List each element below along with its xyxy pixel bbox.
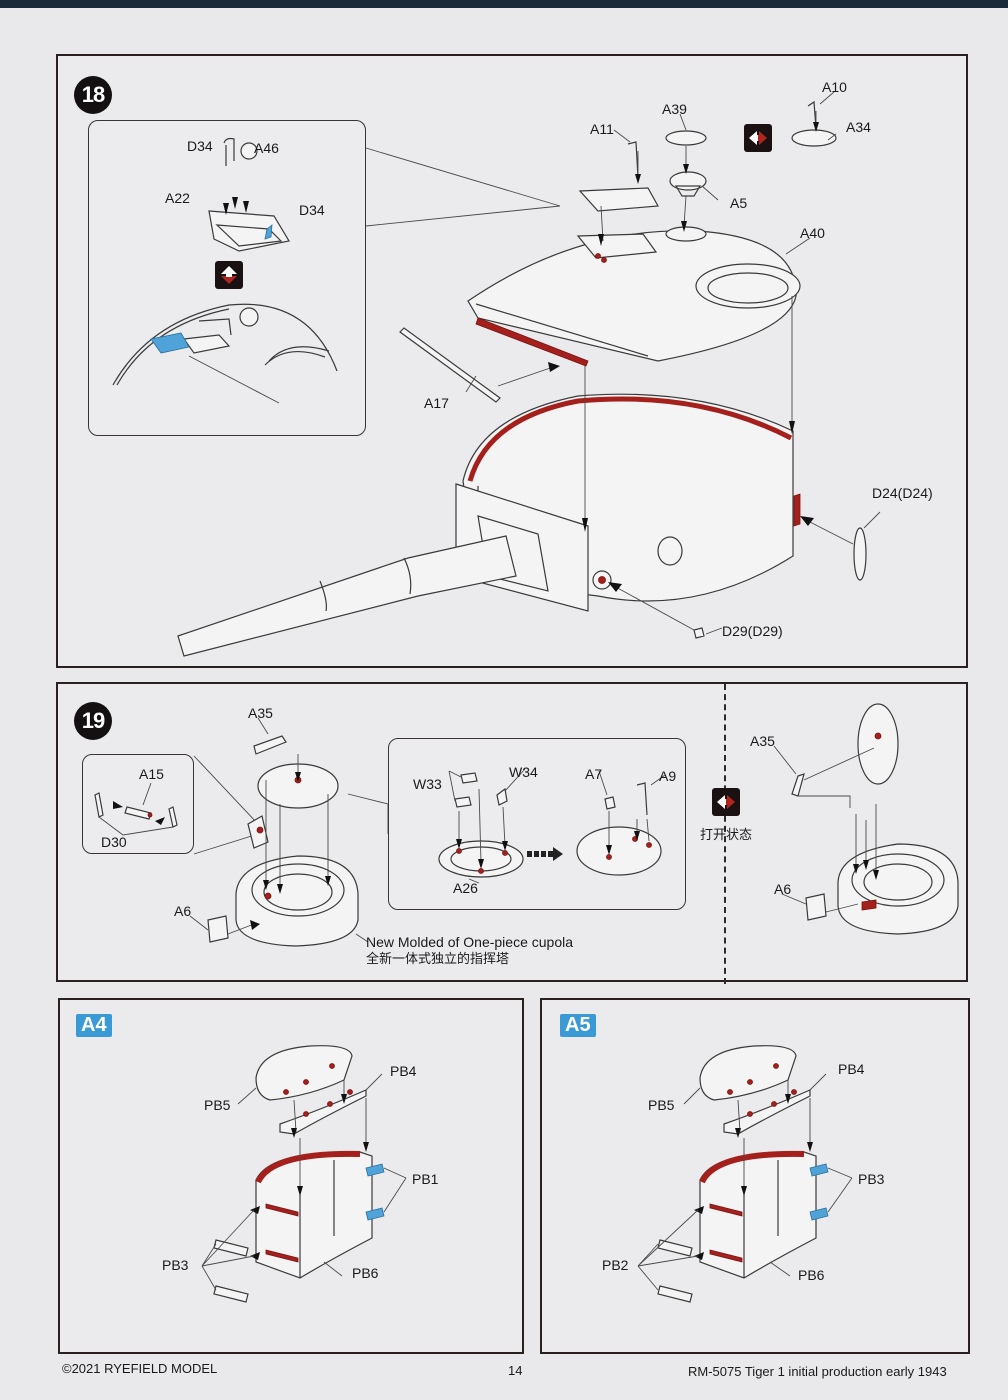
step-number-badge: 19 — [74, 702, 112, 740]
footer-page-number: 14 — [508, 1363, 523, 1378]
part-label-a7: A7 — [585, 766, 603, 782]
part-label-pb6: PB6 — [352, 1265, 379, 1281]
cupola-open-state-drawing — [773, 703, 959, 935]
step-19-panel: 19 A15 D30 — [56, 682, 968, 984]
variant-badge: A4 — [76, 1014, 112, 1037]
dashed-arrow-right-icon — [527, 847, 563, 861]
left-right-swap-icon — [744, 124, 772, 152]
step-18-panel: 18 D34 A46 A22 D34 — [56, 54, 968, 668]
part-label-a40: A40 — [800, 225, 825, 241]
footer-copyright: ©2021 RYEFIELD MODEL — [62, 1361, 218, 1376]
part-label-a22: A22 — [165, 190, 190, 206]
cupola-detail-inset: W33 W34 A7 A9 A26 — [388, 738, 686, 910]
part-label-a10: A10 — [822, 79, 847, 95]
hatch-detail-drawing — [112, 137, 338, 404]
periscope-detail-inset: A15 D30 — [82, 754, 194, 854]
page-top-edge — [0, 0, 1008, 8]
part-label-d34-side: D34 — [299, 202, 325, 218]
part-label-a15: A15 — [139, 766, 164, 782]
cupola-caption: New Molded of One-piece cupola 全新一体式独立的指… — [366, 934, 573, 966]
part-label-pb5: PB5 — [204, 1097, 231, 1113]
turret-assembly-drawing — [177, 91, 881, 657]
part-label-pb3: PB3 — [858, 1171, 885, 1187]
part-label-a17: A17 — [424, 395, 449, 411]
part-label-pb4: PB4 — [390, 1063, 417, 1079]
part-label-pb1: PB1 — [412, 1171, 439, 1187]
part-label-w34: W34 — [509, 764, 538, 780]
open-state-label: 打开状态 — [700, 827, 753, 842]
step-number-badge: 18 — [74, 76, 112, 114]
part-label-a6-open: A6 — [774, 881, 792, 897]
part-label-pb3: PB3 — [162, 1257, 189, 1273]
part-label-a6: A6 — [174, 903, 192, 919]
part-label-a34: A34 — [846, 119, 871, 135]
variant-a4-panel: A4 PB5 PB4 PB1 PB3 PB6 — [58, 998, 524, 1354]
part-label-a26: A26 — [453, 880, 478, 896]
periscope-drawing — [94, 782, 178, 836]
hatch-detail-inset: D34 A46 A22 D34 — [88, 120, 366, 436]
part-label-pb5: PB5 — [648, 1097, 675, 1113]
part-label-a39: A39 — [662, 101, 687, 117]
part-label-a35-open: A35 — [750, 733, 775, 749]
footer-product-name: RM-5075 Tiger 1 initial production early… — [688, 1364, 947, 1379]
part-label-a46: A46 — [254, 140, 279, 156]
open-state-divider — [724, 684, 726, 984]
part-label-a11: A11 — [590, 121, 614, 137]
part-label-a35: A35 — [248, 705, 273, 721]
caption-english: New Molded of One-piece cupola — [366, 934, 574, 950]
part-label-pb2: PB2 — [602, 1257, 629, 1273]
part-label-d24: D24(D24) — [872, 485, 933, 501]
variant-badge: A5 — [560, 1014, 596, 1037]
caption-chinese: 全新一体式独立的指挥塔 — [366, 950, 510, 966]
part-label-d29: D29(D29) — [722, 623, 783, 639]
part-label-a9: A9 — [659, 768, 677, 784]
stowage-bin-drawing — [201, 1045, 407, 1303]
part-label-pb6: PB6 — [798, 1267, 825, 1283]
part-label-w33: W33 — [413, 776, 442, 792]
variant-a5-panel: A5 PB5 PB4 PB3 PB2 PB6 — [540, 998, 970, 1354]
cupola-detail-drawing — [438, 768, 666, 884]
up-down-swap-icon — [215, 261, 243, 289]
left-right-swap-icon — [712, 788, 740, 816]
part-label-d30: D30 — [101, 834, 127, 850]
part-label-d34-top: D34 — [187, 138, 213, 154]
part-label-a5: A5 — [730, 195, 748, 211]
part-label-pb4: PB4 — [838, 1061, 865, 1077]
stowage-bin-drawing — [637, 1045, 853, 1303]
